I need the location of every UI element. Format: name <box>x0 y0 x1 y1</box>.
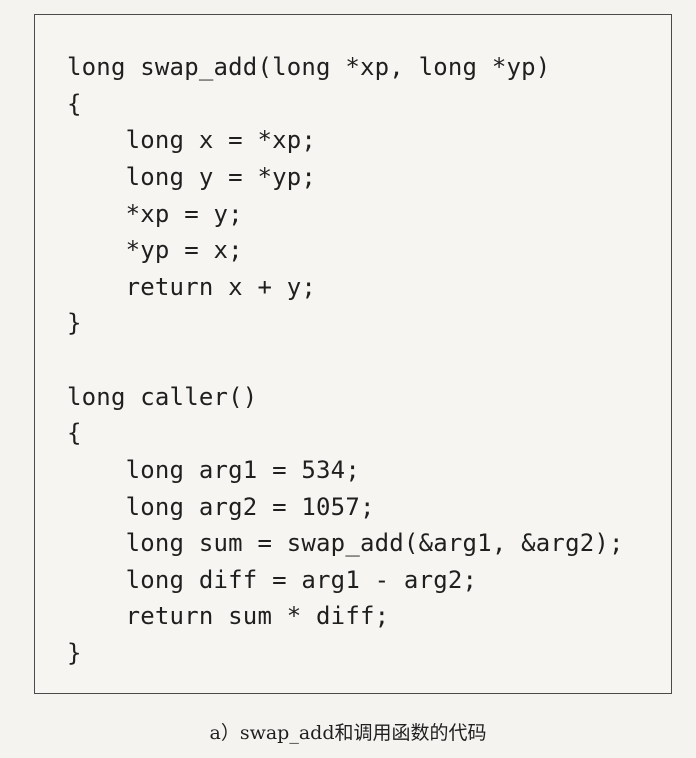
code-line: } <box>67 309 82 337</box>
code-line: long diff = arg1 - arg2; <box>67 566 478 594</box>
code-line: long swap_add(long *xp, long *yp) <box>67 53 551 81</box>
code-line: long caller() <box>67 383 258 411</box>
code-line: long y = *yp; <box>67 163 317 191</box>
code-line: } <box>67 639 82 667</box>
code-line: { <box>67 419 82 447</box>
code-line: return x + y; <box>67 273 317 301</box>
code-line: long arg1 = 534; <box>67 456 360 484</box>
code-listing-box: long swap_add(long *xp, long *yp) { long… <box>34 14 672 694</box>
code-line: long arg2 = 1057; <box>67 493 375 521</box>
code-line: return sum * diff; <box>67 602 390 630</box>
code-line: *yp = x; <box>67 236 243 264</box>
code-line: *xp = y; <box>67 200 243 228</box>
figure-caption: a）swap_add和调用函数的代码 <box>209 722 487 744</box>
code-line: long sum = swap_add(&arg1, &arg2); <box>67 529 624 557</box>
code-line: { <box>67 90 82 118</box>
code-line: long x = *xp; <box>67 126 317 154</box>
